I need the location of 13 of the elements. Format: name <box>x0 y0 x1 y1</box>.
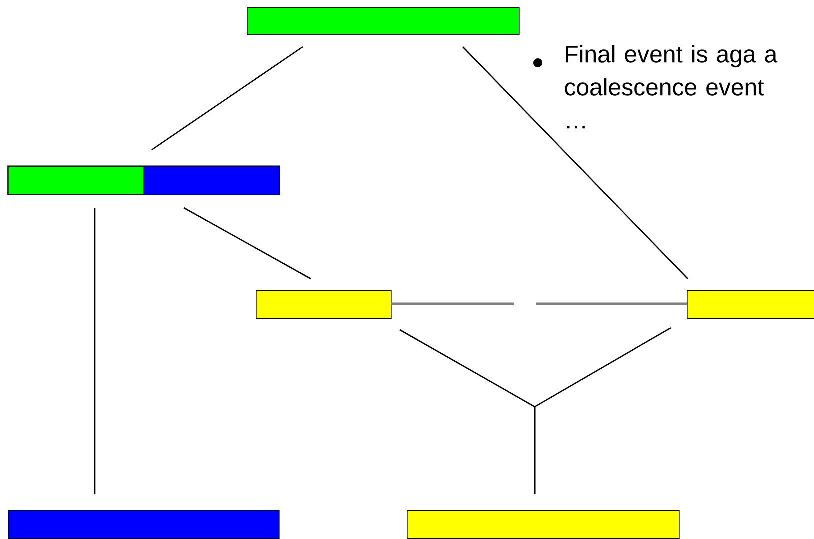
connector-line <box>462 46 688 280</box>
bar <box>407 510 680 539</box>
connector-line <box>391 302 687 306</box>
connector-line <box>94 208 96 494</box>
bar <box>687 290 814 319</box>
bar <box>256 290 392 319</box>
bar <box>8 166 280 196</box>
note-text: Final event is aga a coalescence event … <box>565 45 778 129</box>
bar <box>8 510 280 539</box>
connector-line <box>152 46 304 151</box>
connector-line <box>534 327 672 494</box>
connector-line <box>184 207 312 280</box>
bar <box>247 7 520 35</box>
